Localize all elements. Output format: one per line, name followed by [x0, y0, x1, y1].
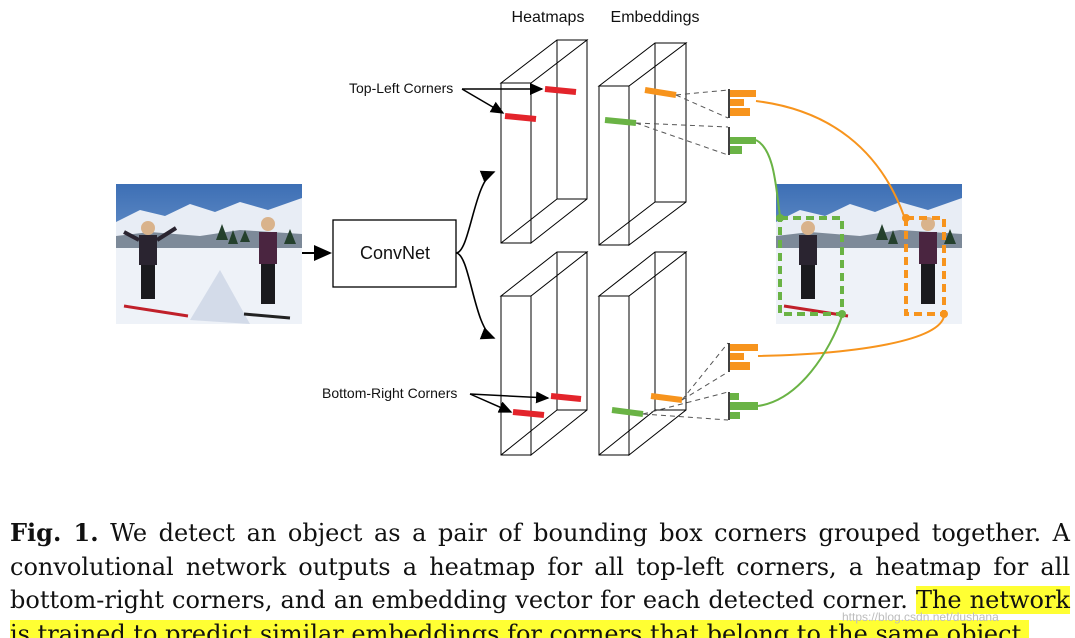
figure: Heatmaps Embeddings ConvNet	[116, 9, 962, 457]
detected-box-green	[778, 216, 844, 316]
heatmap-marks	[504, 86, 582, 418]
caption-fig-label: Fig. 1.	[10, 518, 99, 547]
heatmap-mark-bottom-right-2	[512, 409, 545, 418]
embedding-vector-bottom-green	[728, 392, 758, 420]
embedding-vector-top-green	[728, 127, 756, 155]
heatmap-mark-bottom-right-1	[550, 393, 582, 402]
top-left-corners-label: Top-Left Corners	[349, 80, 453, 96]
output-photo	[776, 184, 962, 324]
figure-caption: Fig. 1. We detect an object as a pair of…	[10, 516, 1070, 638]
embedding-mark-top-green	[604, 117, 637, 126]
skier-right	[243, 217, 291, 320]
projection-lines	[635, 89, 729, 421]
heatmap-mark-top-left-2	[504, 113, 537, 122]
skier-left	[123, 221, 189, 318]
embedding-volume-top	[597, 41, 688, 247]
embedding-mark-bottom-green	[611, 407, 644, 417]
input-photo	[116, 184, 302, 324]
heatmap-volume-bottom	[499, 250, 589, 457]
embedding-volume-bottom	[597, 250, 688, 457]
bottom-right-corners-label: Bottom-Right Corners	[322, 385, 457, 401]
group-curve-green-top	[755, 139, 781, 217]
convnet-label: ConvNet	[360, 243, 430, 263]
embeddings-header: Embeddings	[611, 9, 700, 26]
heatmaps-header: Heatmaps	[512, 9, 585, 26]
group-curve-orange-bottom	[757, 315, 945, 357]
heatmap-mark-top-left-1	[544, 86, 577, 95]
watermark: https://blog.csdn.net/dushana	[842, 610, 999, 624]
embedding-mark-bottom-orange	[650, 393, 683, 403]
embedding-vector-bottom-orange	[728, 343, 758, 372]
embedding-vector-top-orange	[728, 89, 756, 118]
group-curve-orange-top	[755, 100, 905, 217]
embedding-mark-top-orange	[644, 87, 677, 98]
heatmap-volume-top	[499, 38, 589, 245]
detected-box-orange	[904, 216, 946, 316]
caption-text: We detect an object as a pair of boundin…	[10, 519, 1071, 614]
group-curve-green-bottom	[757, 315, 843, 407]
